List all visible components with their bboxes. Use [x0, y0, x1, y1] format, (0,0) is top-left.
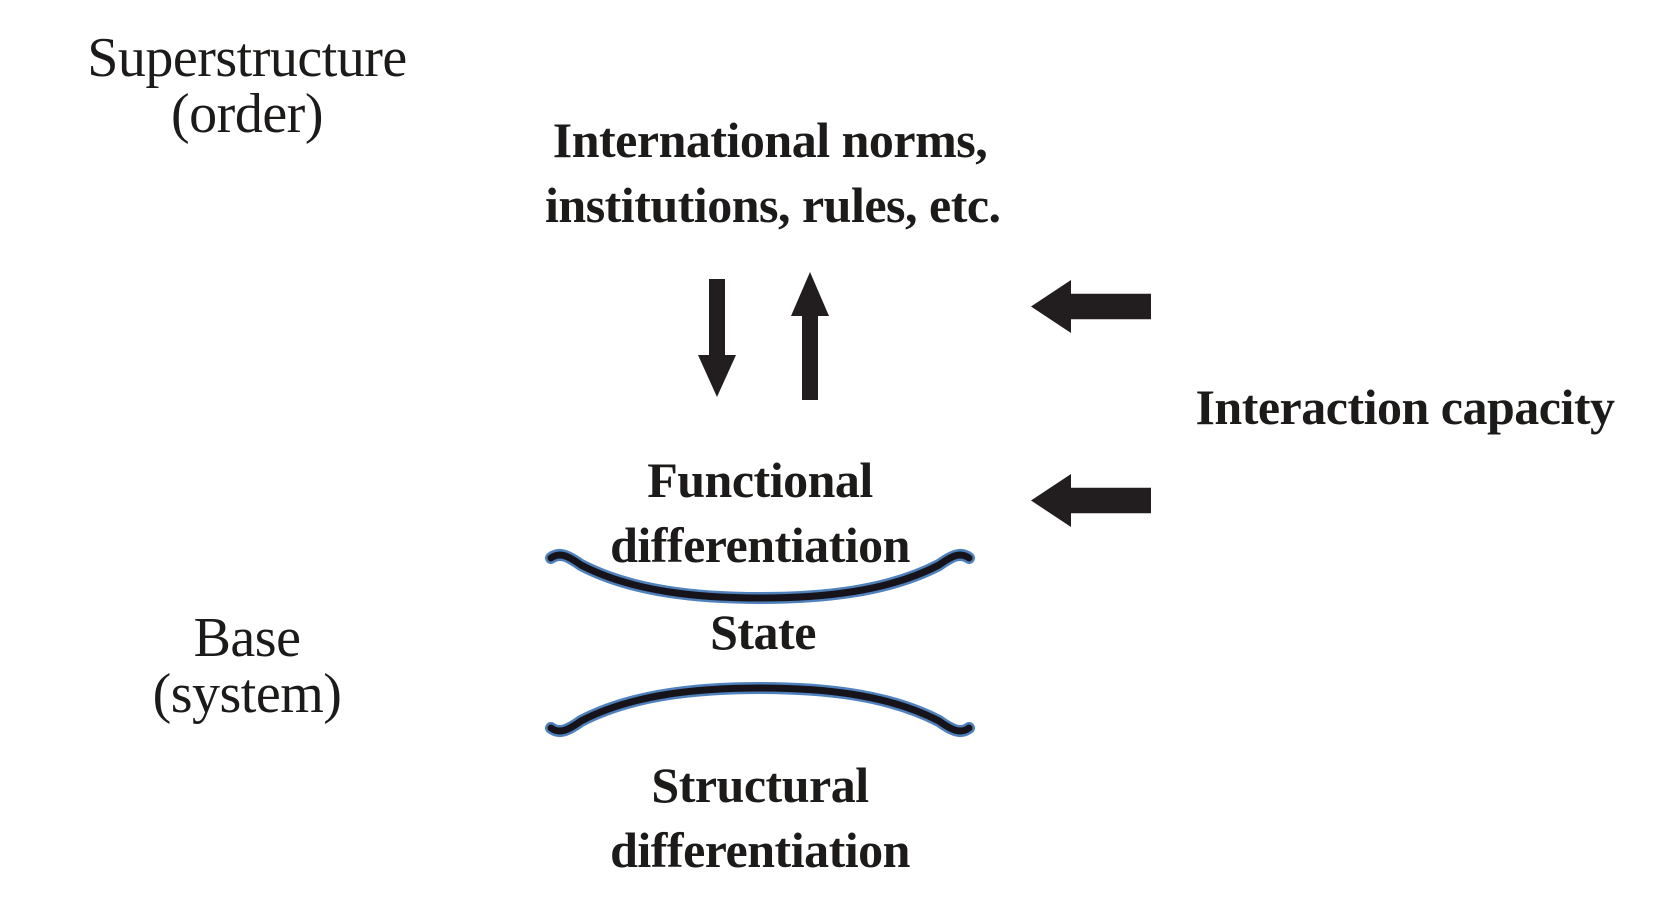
- functional-line1: Functional: [647, 452, 873, 508]
- left-arrow-middle-icon: [1031, 474, 1151, 527]
- international-norms-line2: institutions, rules, etc.: [545, 177, 1001, 233]
- superstructure-line1: Superstructure: [87, 27, 407, 89]
- structural-line2: differentiation: [610, 822, 910, 878]
- up-arrow-icon: [791, 272, 829, 400]
- structural-line1: Structural: [651, 757, 869, 813]
- left-arrow-top-icon: [1031, 280, 1151, 333]
- state-label: State: [538, 600, 988, 665]
- state-text: State: [710, 604, 816, 660]
- international-norms-label: International norms, institutions, rules…: [545, 108, 1001, 238]
- interaction-capacity-label: Interaction capacity: [1180, 375, 1630, 440]
- upper-curve-brace: [545, 548, 975, 604]
- structural-differentiation-label: Structural differentiation: [535, 753, 985, 883]
- lower-curve-brace: [545, 682, 975, 738]
- interaction-capacity-text: Interaction capacity: [1195, 379, 1615, 435]
- superstructure-line2: (order): [171, 83, 323, 145]
- international-norms-line1: International norms,: [552, 112, 988, 168]
- base-label: Base (system): [47, 610, 447, 722]
- functional-line2: differentiation: [610, 517, 910, 573]
- superstructure-label: Superstructure (order): [47, 30, 447, 142]
- down-arrow-icon: [698, 279, 736, 397]
- functional-differentiation-label: Functional differentiation: [535, 448, 985, 578]
- base-line2: (system): [152, 663, 342, 725]
- base-line1: Base: [193, 607, 301, 669]
